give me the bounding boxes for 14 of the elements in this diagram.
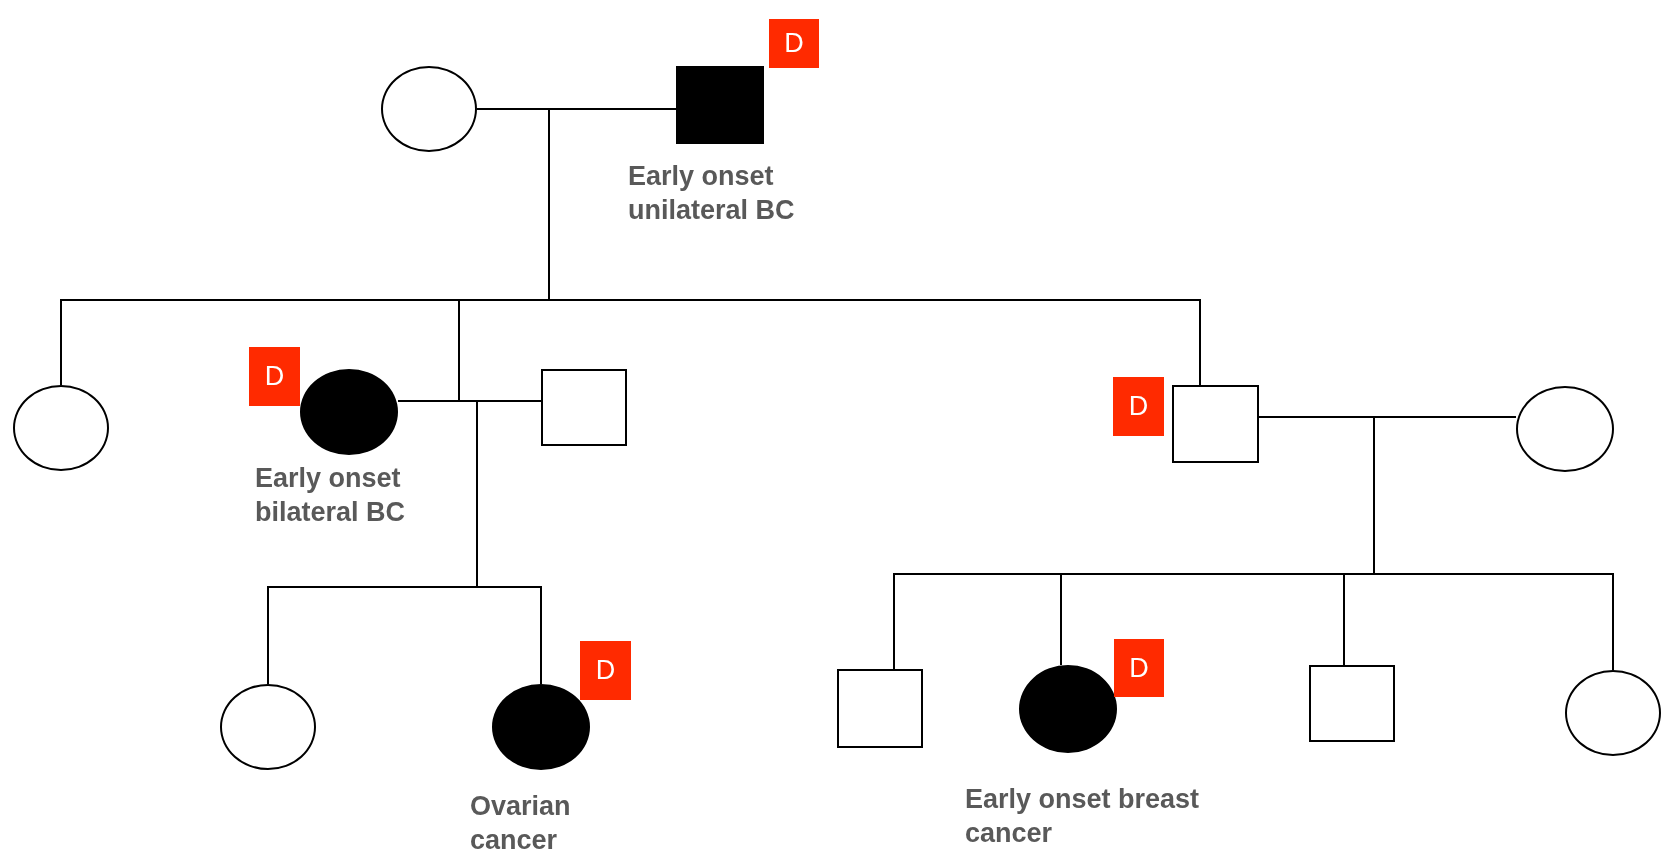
male-symbol: [1172, 385, 1259, 463]
diagnosis-note: Early onset unilateral BC: [628, 160, 796, 227]
status-tag: D: [1113, 377, 1164, 436]
diagnosis-note: Ovarian cancer: [470, 790, 572, 857]
diagnosis-note: Early onset bilateral BC: [255, 462, 407, 529]
male-symbol: [541, 369, 627, 446]
diagnosis-note: Early onset breast cancer: [965, 783, 1201, 850]
affected-male-symbol: [676, 66, 764, 144]
status-tag: D: [769, 19, 819, 68]
male-symbol: [837, 669, 923, 748]
status-tag: D: [580, 641, 631, 700]
status-tag: D: [1114, 639, 1164, 697]
male-symbol: [1309, 665, 1395, 742]
status-tag: D: [249, 347, 300, 406]
